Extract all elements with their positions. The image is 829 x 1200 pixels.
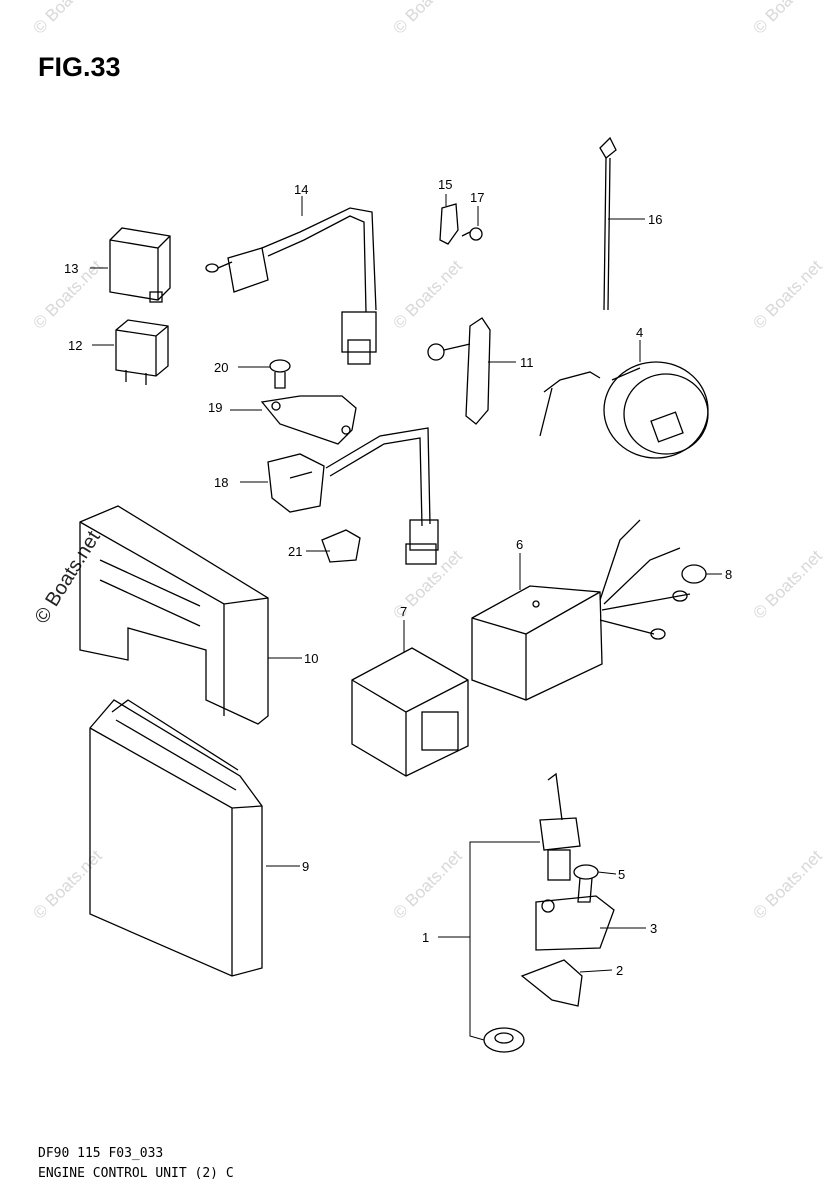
watermark: © Boats.net — [29, 846, 106, 923]
relay-13-icon — [109, 227, 171, 303]
ecu-9-icon — [89, 699, 263, 977]
callout-11: 11 — [520, 355, 534, 370]
callout-1: 1 — [422, 930, 429, 945]
callout-9: 9 — [302, 859, 309, 874]
bracket-2-icon — [520, 959, 583, 1007]
callout-14: 14 — [294, 182, 308, 197]
callout-4: 4 — [636, 325, 643, 340]
module-7-icon — [351, 647, 469, 777]
switch-harness-14-icon — [205, 207, 377, 365]
callout-7: 7 — [400, 604, 407, 619]
bolt-20-icon — [269, 359, 291, 389]
watermark: © Boats.net — [749, 0, 826, 38]
watermark: © Boats.net — [749, 546, 826, 623]
watermark: © Boats.net — [31, 527, 105, 628]
sensor-18-icon — [267, 453, 325, 513]
watermark: © Boats.net — [389, 256, 466, 333]
connector-21-icon — [321, 529, 361, 563]
callout-15: 15 — [438, 177, 452, 192]
screw-17-icon — [461, 227, 483, 241]
watermark: © Boats.net — [749, 256, 826, 333]
callout-10: 10 — [304, 651, 318, 666]
relay-12-icon — [115, 319, 169, 385]
cable-tie-16-icon — [599, 136, 617, 311]
callout-labels: 1 2 3 4 5 6 7 8 9 10 11 12 13 14 15 16 1… — [64, 177, 732, 978]
callout-13: 13 — [64, 261, 78, 276]
callout-6: 6 — [516, 537, 523, 552]
gauge-4-icon — [539, 361, 709, 459]
cap-8-icon — [681, 564, 707, 584]
callout-8: 8 — [725, 567, 732, 582]
harness-18-19-icon — [325, 427, 439, 565]
bracket-3-icon — [535, 895, 615, 951]
watermark: © Boats.net — [389, 846, 466, 923]
watermark: © Boats.net — [749, 846, 826, 923]
callout-16: 16 — [648, 212, 662, 227]
watermark-layer: © Boats.net © Boats.net © Boats.net © Bo… — [29, 0, 826, 923]
sensor-1-icon — [539, 772, 581, 881]
clamp-11-icon — [427, 317, 491, 425]
callout-3: 3 — [650, 921, 657, 936]
ecu-cover-10-icon — [79, 505, 269, 725]
callout-17: 17 — [470, 190, 484, 205]
callout-5: 5 — [618, 867, 625, 882]
callout-20: 20 — [214, 360, 228, 375]
callout-19: 19 — [208, 400, 222, 415]
bracket-15-icon — [439, 203, 459, 245]
watermark: © Boats.net — [389, 0, 466, 38]
callout-21: 21 — [288, 544, 302, 559]
bracket-19-icon — [260, 395, 357, 445]
module-6-icon — [471, 519, 691, 701]
leader-lines — [90, 194, 722, 1041]
callout-2: 2 — [616, 963, 623, 978]
figure-title: FIG.33 — [38, 52, 121, 82]
diagram-caption: ENGINE CONTROL UNIT (2) C — [38, 1166, 234, 1181]
washer-icon — [483, 1027, 525, 1053]
callout-12: 12 — [68, 338, 82, 353]
diagram-code: DF90 115 F03_033 — [38, 1146, 163, 1161]
watermark: © Boats.net — [29, 0, 106, 38]
callout-18: 18 — [214, 475, 228, 490]
